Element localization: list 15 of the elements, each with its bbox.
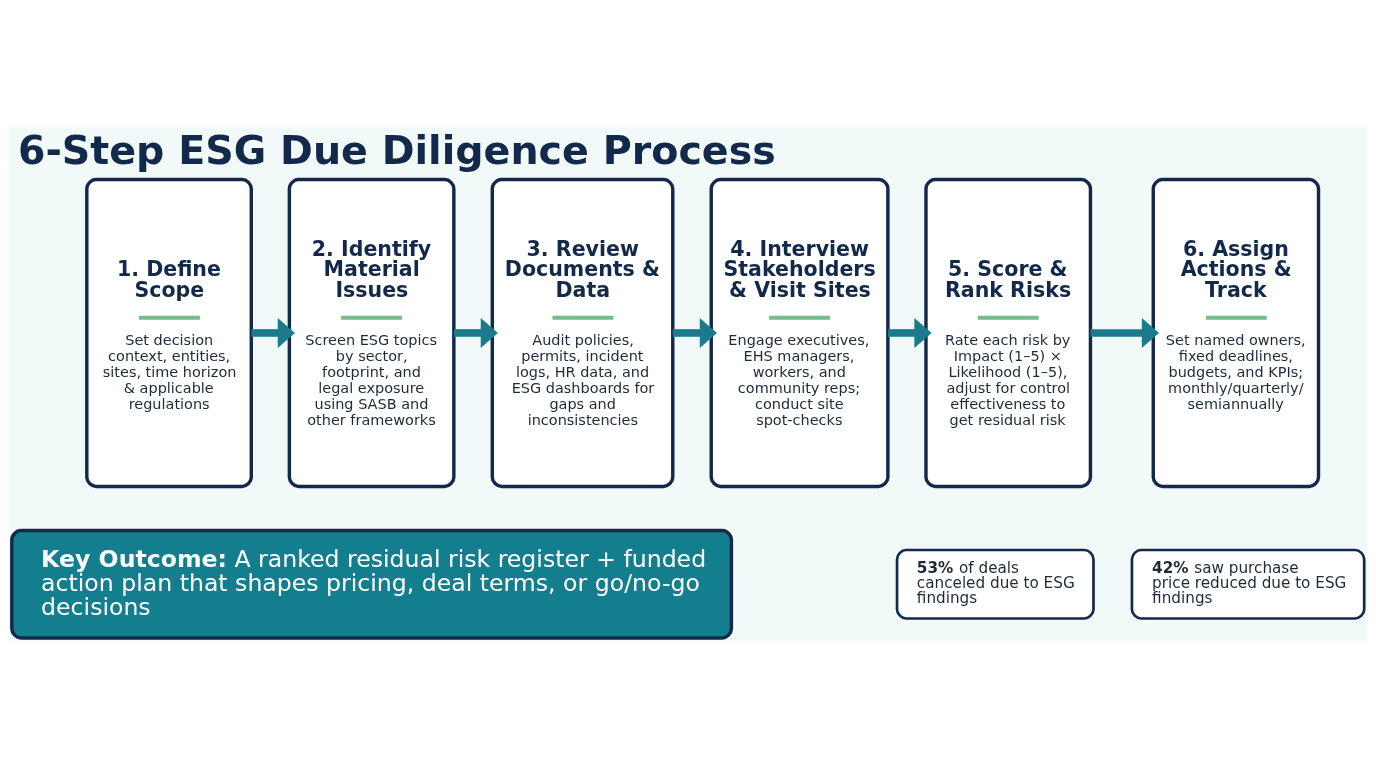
node-box: 53% of deals canceled due to ESG findings: [895, 548, 1095, 620]
node-box: 2. Identify Material Issues Screen ESG topics by sector, footprint, and legal exposure using SASB and other frameworks: [287, 177, 456, 489]
node-box: 5. Score & Rank Risks Rate each risk by Impact (1–5) × Likelihood (1–5), adjust for control effectiveness to get residual risk: [924, 177, 1093, 489]
node-box: 4. Interview Stakeholders & Visit Sites Engage executives, EHS managers, workers, and community reps; conduct site spot-checks: [709, 177, 890, 489]
node-box: 1. Define Scope Set decision context, entities, sites, time horizon & applicable regulations: [85, 177, 253, 489]
node-box: 6. Assign Actions & Track Set named owners, fixed deadlines, budgets, and KPIs; monthly/quarterly/ semiannually: [1151, 177, 1321, 489]
arrow: [251, 317, 295, 348]
node-box: 3. Review Documents & Data Audit policies, permits, incident logs, HR data, and ESG dashboards for gaps and inconsistencies: [490, 177, 675, 489]
arrow: [888, 317, 932, 348]
node-box: Key Outcome: A ranked residual risk register + funded action plan that shapes pricing, deal terms, or go/no-go decisions: [10, 528, 734, 640]
arrow: [672, 317, 717, 348]
arrow: [1090, 317, 1159, 349]
node-box: 42% saw purchase price reduced due to ESG findings: [1130, 548, 1366, 620]
diagram-title: 6-Step ESG Due Diligence Process: [17, 127, 776, 174]
arrow: [454, 317, 498, 349]
